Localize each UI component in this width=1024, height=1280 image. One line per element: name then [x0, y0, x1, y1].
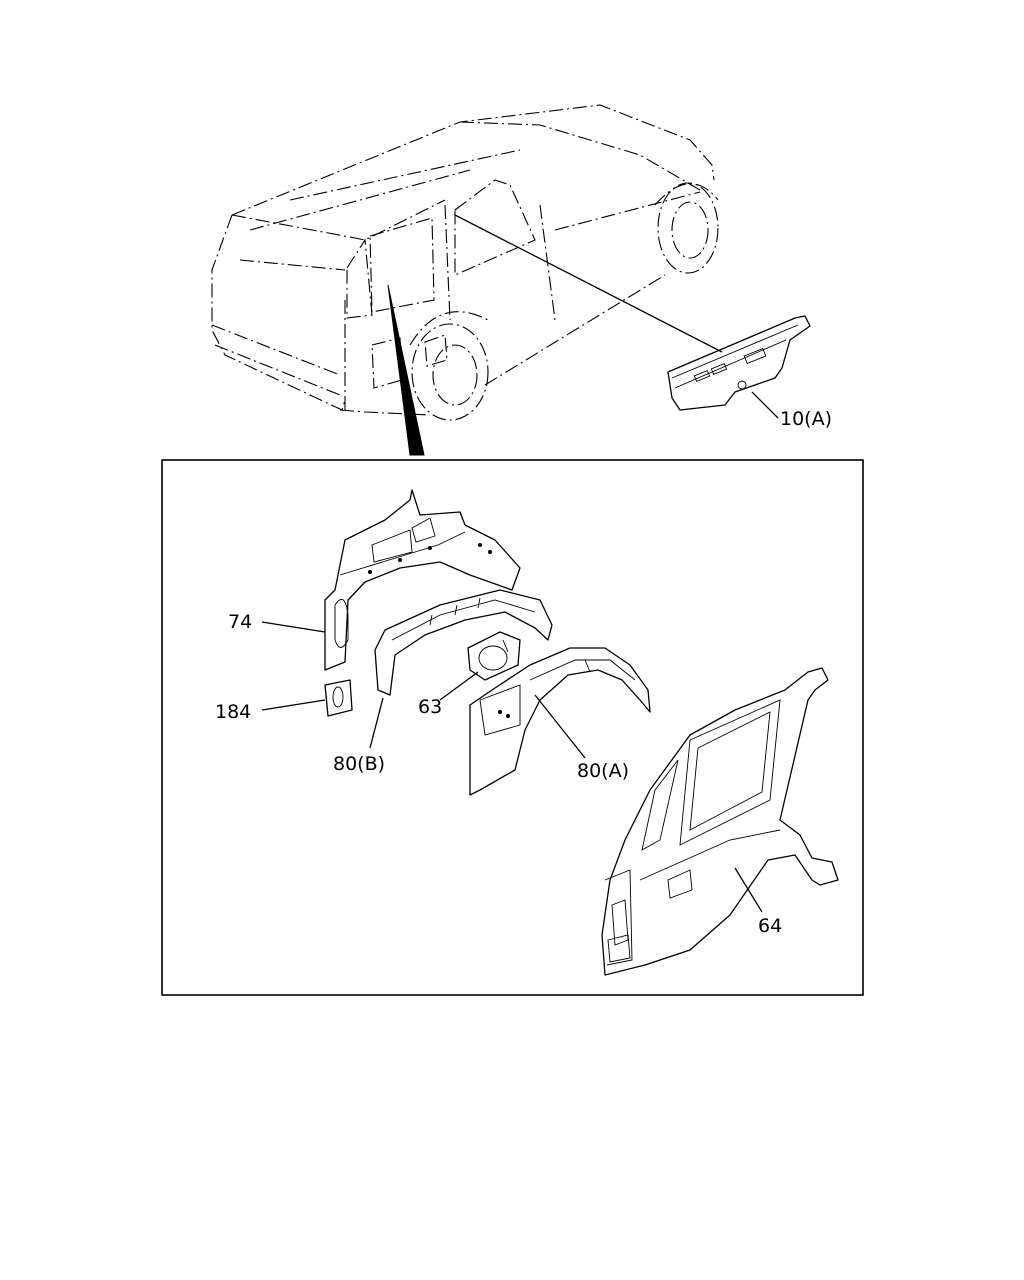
leader-80a — [534, 694, 586, 759]
leader-80b — [369, 697, 384, 749]
leader-184 — [261, 699, 326, 711]
label-80b: 80(B) — [333, 753, 385, 775]
leader-10a — [751, 391, 779, 419]
part-80a-outer-wheelhouse — [469, 647, 651, 796]
label-10a: 10(A) — [780, 408, 832, 430]
part-184-bracket — [324, 679, 353, 717]
part-63-filler-housing — [467, 631, 521, 681]
leader-64 — [734, 867, 763, 913]
label-74: 74 — [228, 611, 252, 633]
part-74-inner-quarter-panel — [324, 489, 521, 671]
leader-74 — [261, 621, 326, 633]
part-64-outer-quarter-panel — [601, 667, 839, 976]
label-63: 63 — [418, 696, 442, 718]
label-64: 64 — [758, 915, 782, 937]
leader-10a-vehicle — [454, 214, 723, 353]
label-184: 184 — [215, 701, 251, 723]
callout-arrow — [387, 284, 425, 456]
vehicle-outline — [211, 104, 719, 421]
part-80b-inner-wheelhouse — [374, 589, 553, 696]
label-80a: 80(A) — [577, 760, 629, 782]
detail-frame — [161, 459, 864, 996]
part-10a-reinforcement — [667, 315, 811, 411]
leader-63 — [439, 671, 479, 701]
